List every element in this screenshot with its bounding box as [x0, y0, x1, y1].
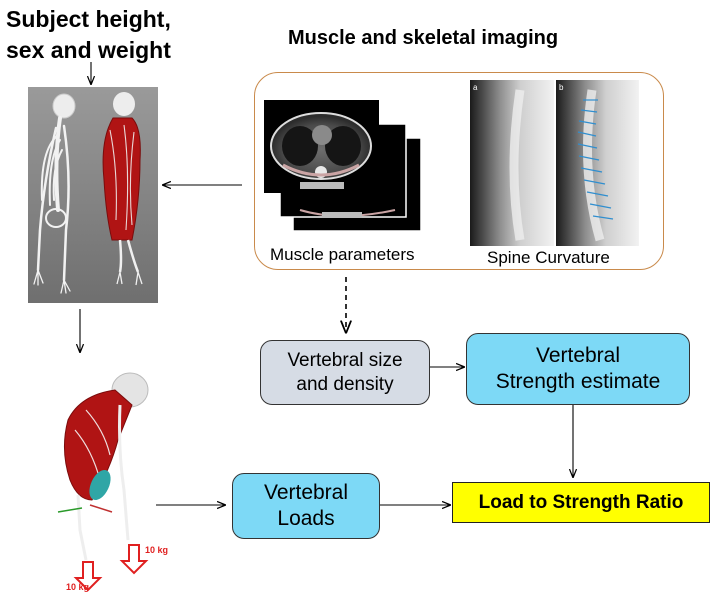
imaging-title: Muscle and skeletal imaging	[288, 27, 559, 49]
loaded-bending-model-image	[57, 372, 149, 592]
loads-line2: Loads	[277, 507, 335, 530]
imaging-frame	[254, 72, 664, 270]
loads-line1: Vertebral	[263, 481, 349, 505]
vertebral-size-density-box: Vertebral size and density	[260, 340, 430, 405]
left-hand-weight-label: 10 kg	[66, 582, 89, 592]
vertebral-strength-box: Vertebral Strength estimate	[466, 333, 690, 405]
xray-b-label: b	[559, 83, 564, 92]
muscle-parameters-caption: Muscle parameters	[270, 245, 415, 264]
subject-title-line1: Subject height,	[6, 6, 171, 32]
connector-arrows	[80, 62, 573, 505]
spine-curvature-caption: Spine Curvature	[487, 248, 610, 267]
skeleton-figure	[33, 93, 76, 294]
muscle-model-figure	[102, 92, 143, 286]
vertebral-size-line1: Vertebral size	[287, 350, 403, 372]
strength-line1: Vertebral	[535, 344, 621, 368]
ct-scan-stack-image	[264, 100, 422, 232]
ratio-label: Load to Strength Ratio	[478, 491, 684, 513]
load-to-strength-ratio-box: Load to Strength Ratio	[452, 482, 710, 523]
subject-title-line2: sex and weight	[6, 37, 171, 63]
vertebral-size-line2: and density	[296, 373, 394, 395]
xray-a-label: a	[473, 83, 478, 92]
musculoskeletal-model-image	[28, 87, 158, 303]
subject-inputs-title: Subject height, sex and weight	[6, 4, 171, 66]
vertebral-loads-box: Vertebral Loads	[232, 473, 380, 539]
spine-xray-images: a b	[470, 80, 639, 246]
right-hand-weight-label: 10 kg	[145, 545, 168, 555]
strength-line2: Strength estimate	[495, 370, 661, 393]
